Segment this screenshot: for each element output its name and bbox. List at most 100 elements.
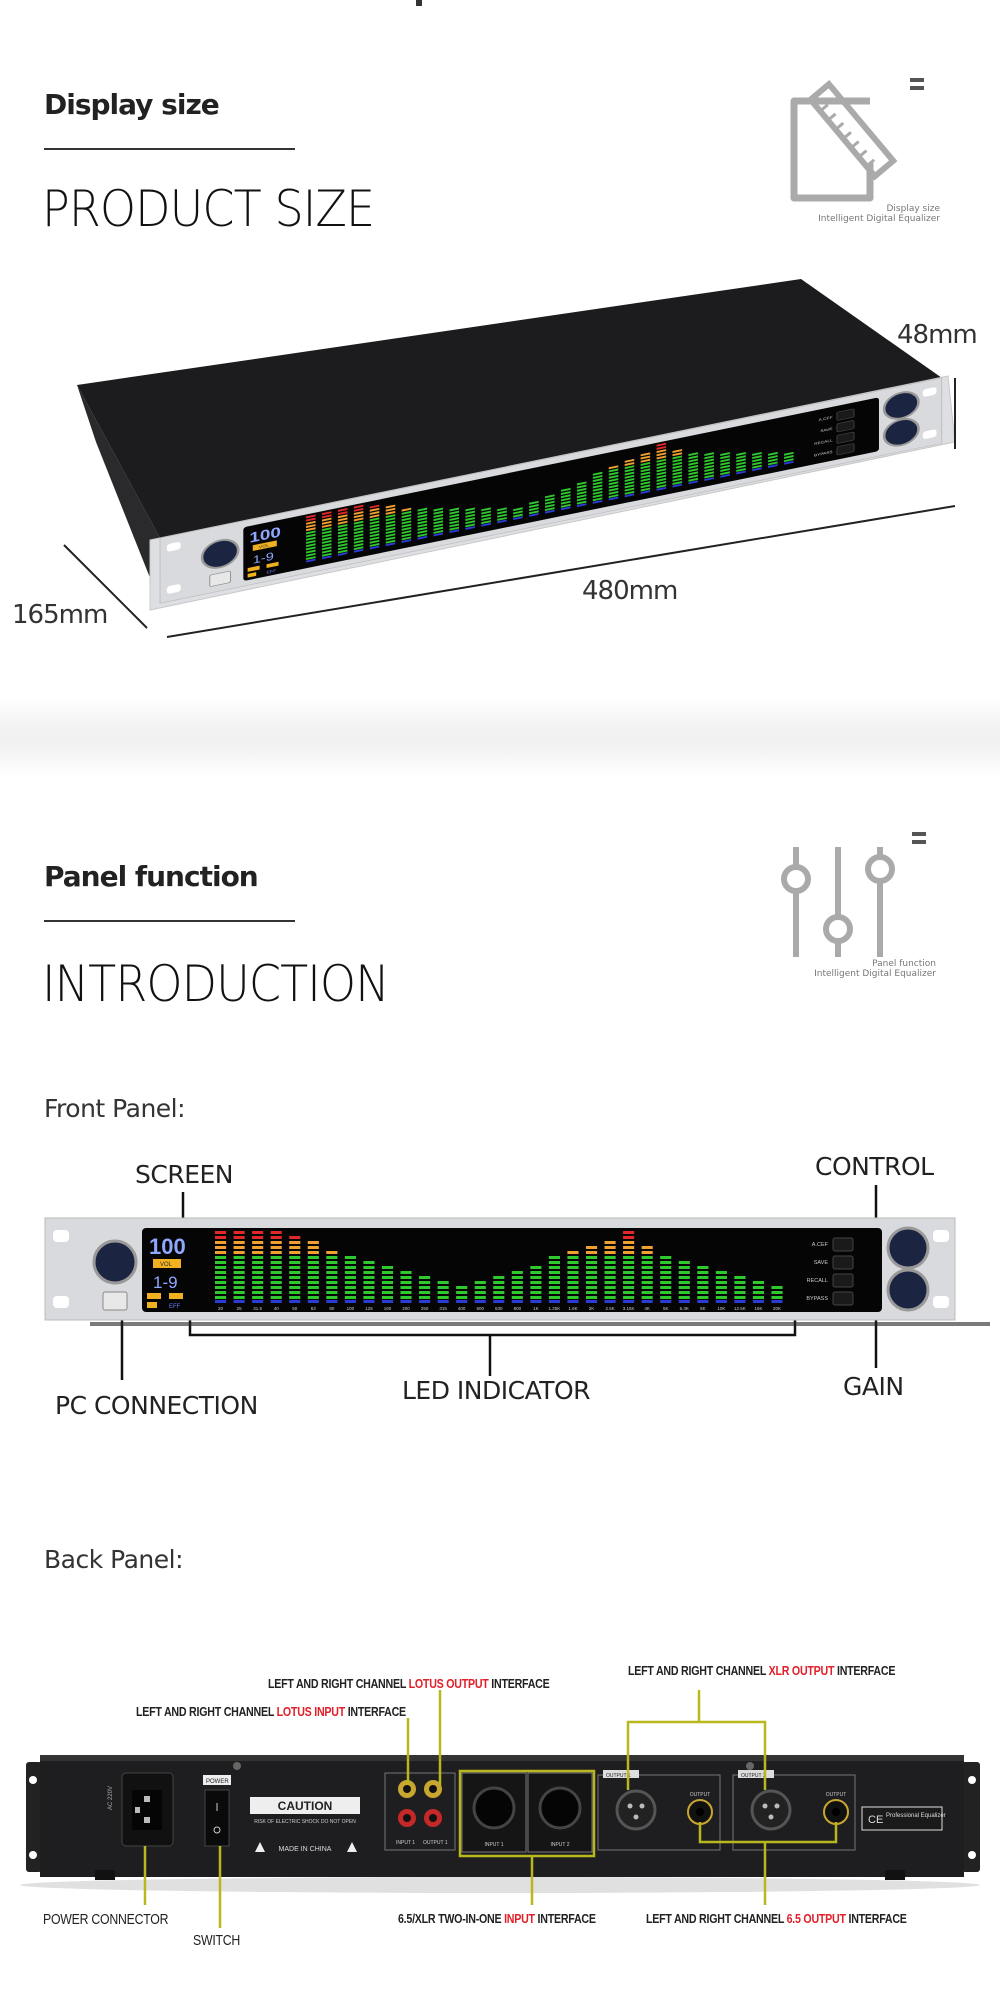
- gain-knob[interactable]: [882, 416, 920, 449]
- led-segment: [326, 1276, 338, 1279]
- callout-jack-output: LEFT AND RIGHT CHANNEL 6.5 OUTPUT INTERF…: [646, 1911, 907, 1926]
- led-segment: [252, 1296, 264, 1299]
- led-segment: [270, 1241, 282, 1244]
- led-segment: [252, 1236, 264, 1239]
- led-segment: [481, 520, 491, 525]
- led-segment: [734, 1291, 746, 1294]
- control-knob[interactable]: [882, 389, 920, 422]
- panel-button[interactable]: [836, 420, 855, 433]
- svg-text:OUTPUT 2: OUTPUT 2: [741, 1773, 766, 1779]
- led-segment: [576, 500, 587, 505]
- svg-text:OUTPUT 1: OUTPUT 1: [606, 1773, 631, 1779]
- led-segment: [344, 1261, 356, 1264]
- led-segment: [326, 1281, 338, 1284]
- led-segment: [513, 510, 523, 515]
- led-segment: [715, 1286, 727, 1289]
- led-base-segment: [344, 1300, 356, 1303]
- led-segment: [344, 1291, 356, 1294]
- led-segment: [353, 511, 364, 515]
- led-segment: [497, 516, 507, 521]
- panel-button[interactable]: [836, 431, 855, 444]
- led-segment: [688, 471, 698, 476]
- dimension-depth: 165mm: [12, 600, 108, 630]
- section-divider: [44, 920, 295, 922]
- led-bar: [704, 452, 714, 481]
- led-segment: [321, 533, 332, 538]
- panel-button[interactable]: [832, 1291, 854, 1306]
- led-segment: [720, 464, 730, 469]
- led-segment: [697, 1296, 709, 1299]
- band-label: 25: [237, 1306, 243, 1311]
- led-segment: [660, 1261, 672, 1264]
- led-segment: [401, 536, 412, 541]
- svg-text:POWER: POWER: [206, 1779, 229, 1785]
- led-segment: [567, 1256, 579, 1259]
- led-segment: [640, 455, 651, 460]
- svg-text:OUTPUT: OUTPUT: [826, 1792, 847, 1798]
- led-segment: [511, 1281, 523, 1284]
- led-segment: [419, 1276, 431, 1279]
- led-segment: [623, 1281, 635, 1284]
- led-segment: [456, 1286, 468, 1289]
- led-segment: [307, 1286, 319, 1289]
- led-segment: [604, 1246, 616, 1249]
- led-segment: [623, 1286, 635, 1289]
- led-segment: [624, 487, 635, 492]
- led-segment: [752, 464, 762, 469]
- section-label-display-size: Display size: [44, 88, 220, 121]
- led-segment: [381, 1296, 394, 1299]
- led-segment: [270, 1286, 282, 1289]
- led-base-segment: [672, 483, 683, 488]
- led-segment: [456, 1296, 468, 1299]
- panel-button[interactable]: [836, 443, 855, 456]
- led-segment: [545, 503, 555, 508]
- led-segment: [481, 510, 491, 515]
- led-segment: [660, 1286, 672, 1289]
- panel-button[interactable]: [832, 1255, 854, 1270]
- led-segment: [530, 1266, 542, 1269]
- led-base-segment: [449, 529, 459, 534]
- led-segment: [449, 513, 459, 518]
- band-label: 200: [402, 1306, 410, 1311]
- led-segment: [337, 530, 348, 535]
- control-knob[interactable]: [886, 1226, 930, 1270]
- led-segment: [233, 1251, 245, 1254]
- band-label: 20: [218, 1306, 224, 1311]
- led-segment: [326, 1251, 338, 1254]
- panel-button[interactable]: [832, 1273, 854, 1288]
- callout-led-indicator: LED INDICATOR: [402, 1376, 591, 1405]
- combo-inputs: INPUT 1 INPUT 2: [461, 1772, 593, 1853]
- dimension-width: 480mm: [582, 576, 678, 606]
- led-segment: [592, 494, 603, 499]
- led-segment: [567, 1261, 579, 1264]
- led-segment: [548, 1296, 560, 1299]
- led-base-segment: [417, 535, 428, 540]
- panel-button[interactable]: [836, 408, 855, 421]
- callout-lines: [120, 1185, 878, 1380]
- led-segment: [513, 507, 523, 512]
- sliders-icon: Panel function Intelligent Digital Equal…: [776, 827, 936, 987]
- led-segment: [353, 523, 364, 528]
- led-segment: [252, 1281, 264, 1284]
- led-segment: [585, 1266, 598, 1269]
- panel-button[interactable]: [832, 1237, 854, 1252]
- led-base-segment: [567, 1300, 579, 1303]
- led-segment: [289, 1266, 301, 1269]
- led-segment: [624, 471, 635, 476]
- led-base-segment: [474, 1300, 486, 1303]
- led-segment: [385, 526, 396, 531]
- led-segment: [353, 539, 364, 544]
- led-segment: [585, 1281, 598, 1284]
- led-segment: [337, 514, 348, 519]
- led-segment: [215, 1291, 227, 1294]
- led-segment: [672, 477, 683, 482]
- led-base-segment: [715, 1300, 727, 1303]
- led-segment: [353, 536, 364, 541]
- band-label: 3.15K: [623, 1306, 635, 1311]
- led-segment: [465, 520, 475, 525]
- band-label: 2.5K: [605, 1306, 614, 1311]
- led-base-segment: [704, 477, 714, 481]
- button-label: A.CEF: [812, 1242, 829, 1248]
- gain-knob[interactable]: [886, 1268, 930, 1312]
- led-segment: [417, 517, 428, 522]
